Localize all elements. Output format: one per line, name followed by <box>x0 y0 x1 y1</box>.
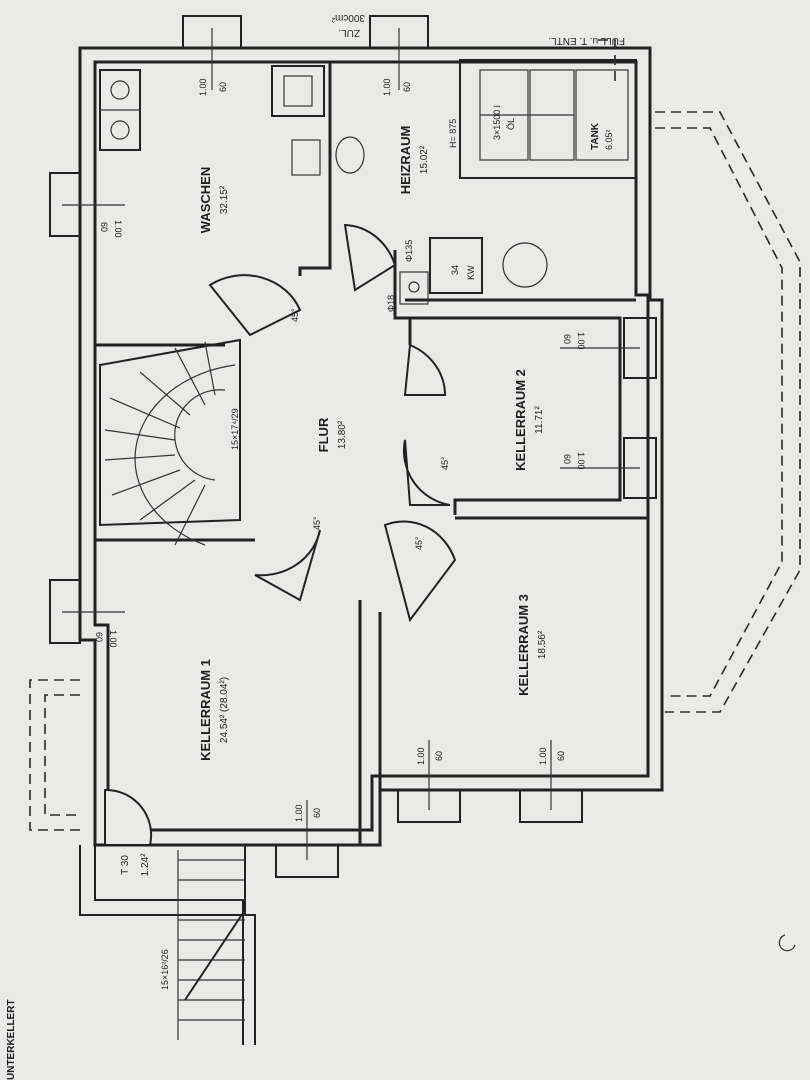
room-name: KELLERRAUM 3 <box>516 594 531 696</box>
window-height: 60 <box>556 751 566 761</box>
window-height: 60 <box>94 632 104 642</box>
window-label-waschen-left: 1.00 60 <box>99 220 123 238</box>
oil-label: ÖL <box>506 118 516 130</box>
window-height: 60 <box>99 222 109 232</box>
window-width: 1.00 <box>382 78 392 96</box>
corner-mark <box>778 934 796 952</box>
room-area: 13.80² <box>337 420 348 449</box>
door-angle-keller1: 45° <box>312 516 322 530</box>
room-flur: FLUR 13.80² <box>316 417 348 452</box>
window-height: 60 <box>562 334 572 344</box>
room-area: 1.24² <box>140 853 151 876</box>
room-area: 11.71² <box>534 406 545 434</box>
room-kellerraum3: KELLERRAUM 3 18.56² <box>516 594 548 696</box>
room-name: KELLERRAUM 2 <box>513 369 528 471</box>
window-width: 1.00 <box>294 804 304 822</box>
boiler-power: 34 <box>450 265 460 275</box>
spiral-stair-label: 15×17⁴/29 <box>230 408 240 450</box>
outer-walls <box>78 46 664 1045</box>
height-note: H= 875 <box>448 119 458 148</box>
room-kellerraum2: KELLERRAUM 2 11.71² <box>513 369 545 471</box>
window-label-keller1-bottom: 1.00 60 <box>294 804 322 822</box>
window-label-waschen-top: 1.00 60 <box>198 78 228 96</box>
window-height: 60 <box>218 82 228 92</box>
room-area: 15.02² <box>419 145 430 174</box>
window-label-keller3-right: 1.00 60 <box>538 747 566 765</box>
zul-note: ZUL. <box>338 27 360 38</box>
door-angle-waschen: 45° <box>290 308 300 322</box>
flue-diameter: Φ18 <box>386 295 396 312</box>
entrance-stair-label: 15×16²/26 <box>160 949 170 990</box>
fill-note: FÜLL u. T. ENTL. <box>548 35 625 47</box>
window-label-heizraum-top: 1.00 60 <box>382 78 412 96</box>
room-name: FLUR <box>316 417 331 452</box>
door-angle-keller3: 45° <box>414 536 424 550</box>
window-label-keller2-top: 1.00 60 <box>562 332 586 350</box>
window-label-keller3-left: 1.00 60 <box>416 747 444 765</box>
bay-outline <box>29 111 801 831</box>
tank-label: TANK 6.05² <box>590 122 614 150</box>
room-t30: T 30 1.24² <box>120 853 151 876</box>
tank-name: TANK <box>590 122 601 150</box>
boiler-unit: KW <box>466 265 476 280</box>
tank-area: 6.05² <box>604 129 614 150</box>
room-name: T 30 <box>120 855 131 875</box>
entrance-stair <box>177 850 246 1040</box>
oil-tank-label: 3×1500 l ÖL <box>492 105 516 140</box>
interior-walls <box>95 62 648 915</box>
oil-tank-capacity: 3×1500 l <box>492 105 502 140</box>
window-width: 1.00 <box>113 220 123 238</box>
room-area: 32.15² <box>219 185 230 214</box>
room-name: WASCHEN <box>198 167 213 233</box>
room-area: 18.56² <box>537 630 548 659</box>
window-width: 1.00 <box>416 747 426 765</box>
windows <box>49 15 657 878</box>
door-angle-keller2: 45° <box>440 456 450 470</box>
room-waschen: WASCHEN 32.15² <box>198 167 230 233</box>
room-area: 24.54² (28.04²) <box>219 677 230 743</box>
room-kellerraum1: KELLERRAUM 1 24.54² (28.04²) <box>198 659 230 761</box>
window-height: 60 <box>434 751 444 761</box>
window-width: 1.00 <box>576 452 586 470</box>
window-label-keller2-bottom: 1.00 60 <box>562 452 586 470</box>
window-width: 1.00 <box>198 78 208 96</box>
area-note: 300cm² <box>331 12 365 23</box>
spiral-stair <box>99 338 241 546</box>
window-width: 1.00 <box>576 332 586 350</box>
window-width: 1.00 <box>108 630 118 648</box>
page-title-fragment: UNTERKELLERT <box>6 999 17 1080</box>
window-height: 60 <box>562 454 572 464</box>
room-name: HEIZRAUM <box>398 126 413 195</box>
doors <box>104 223 457 846</box>
room-name: KELLERRAUM 1 <box>198 659 213 761</box>
window-height: 60 <box>312 808 322 818</box>
window-width: 1.00 <box>538 747 548 765</box>
heizraum-fixtures <box>399 39 637 305</box>
waschen-fixtures <box>99 65 365 176</box>
room-heizraum: HEIZRAUM 15.02² <box>398 126 430 195</box>
chimney-diameter: Φ135 <box>404 240 414 262</box>
window-label-keller1-left: 1.00 60 <box>94 630 118 648</box>
window-height: 60 <box>402 82 412 92</box>
